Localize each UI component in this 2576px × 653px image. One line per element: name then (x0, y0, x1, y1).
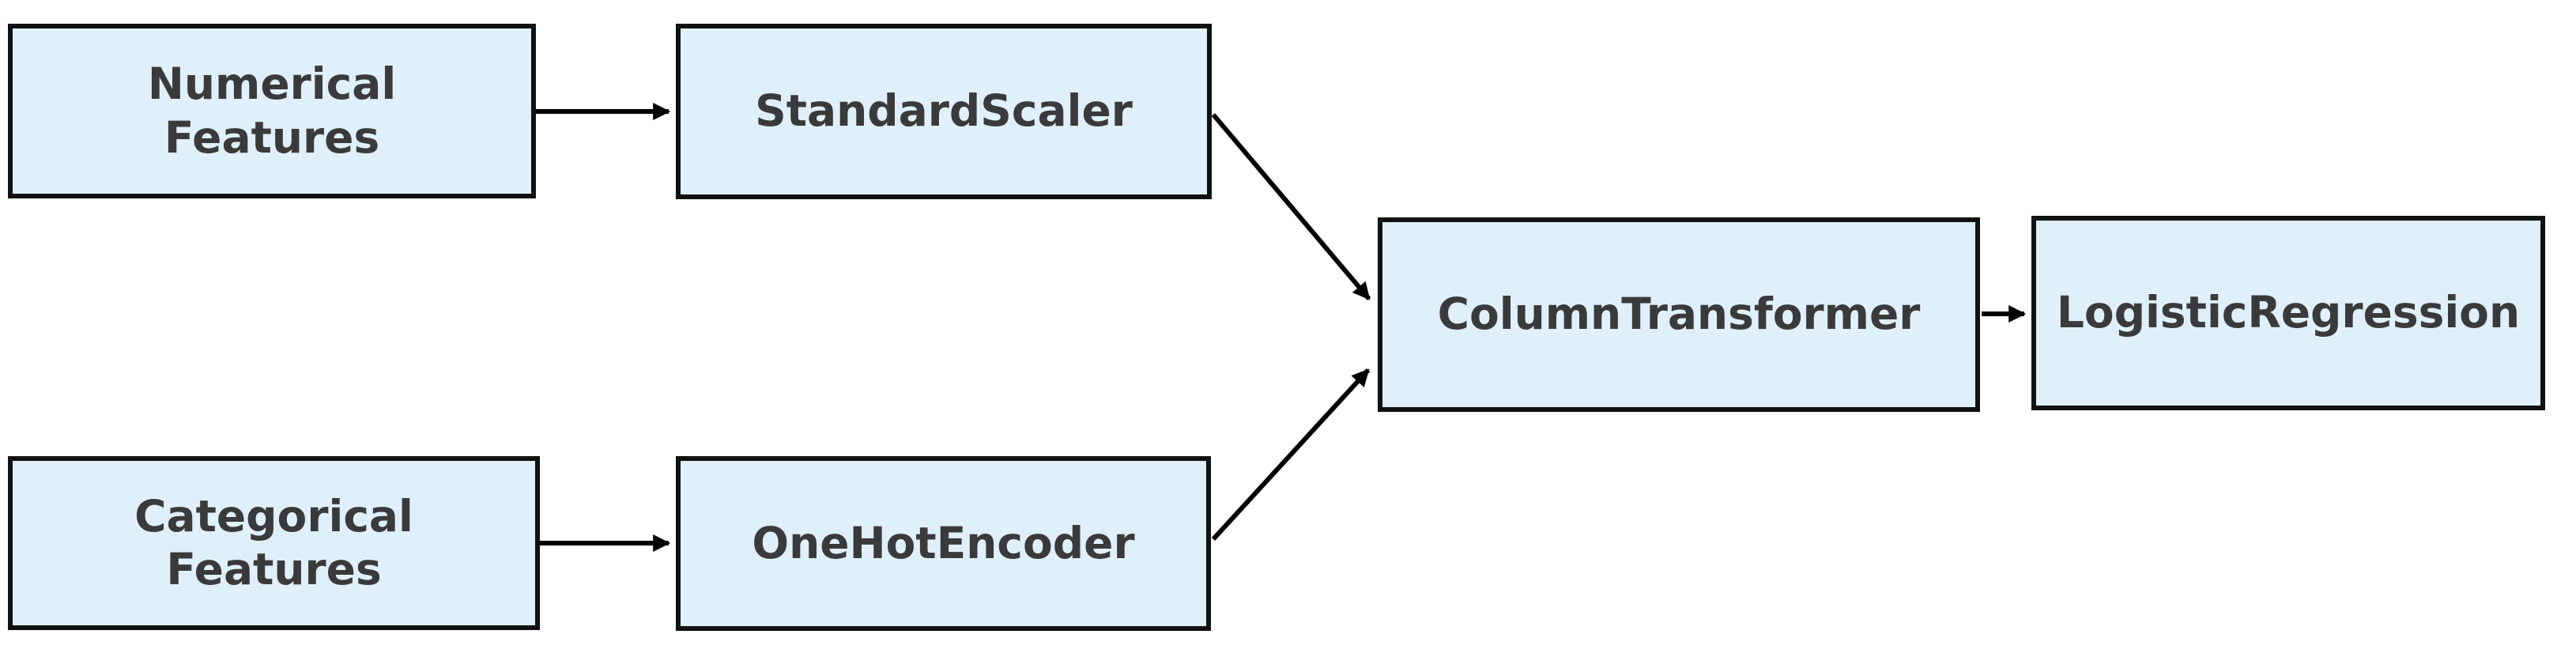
node-logistic-regression: LogisticRegression (2031, 216, 2545, 410)
edge-scaler-to-transformer (1211, 113, 1371, 300)
node-label-logistic-regression: LogisticRegression (2056, 287, 2521, 338)
node-label-standard-scaler: StandardScaler (755, 85, 1133, 137)
node-categorical-features: Categorical Features (8, 456, 540, 630)
node-label-one-hot-encoder: OneHotEncoder (752, 517, 1135, 568)
node-column-transformer: ColumnTransformer (1378, 217, 1980, 412)
node-standard-scaler: StandardScaler (676, 24, 1212, 199)
node-label-numerical-features: Numerical Features (147, 59, 397, 163)
node-label-column-transformer: ColumnTransformer (1437, 289, 1921, 340)
node-one-hot-encoder: OneHotEncoder (676, 456, 1211, 631)
node-numerical-features: Numerical Features (8, 24, 536, 198)
edge-encoder-to-transformer (1211, 368, 1371, 542)
node-label-categorical-features: Categorical Features (134, 490, 413, 594)
